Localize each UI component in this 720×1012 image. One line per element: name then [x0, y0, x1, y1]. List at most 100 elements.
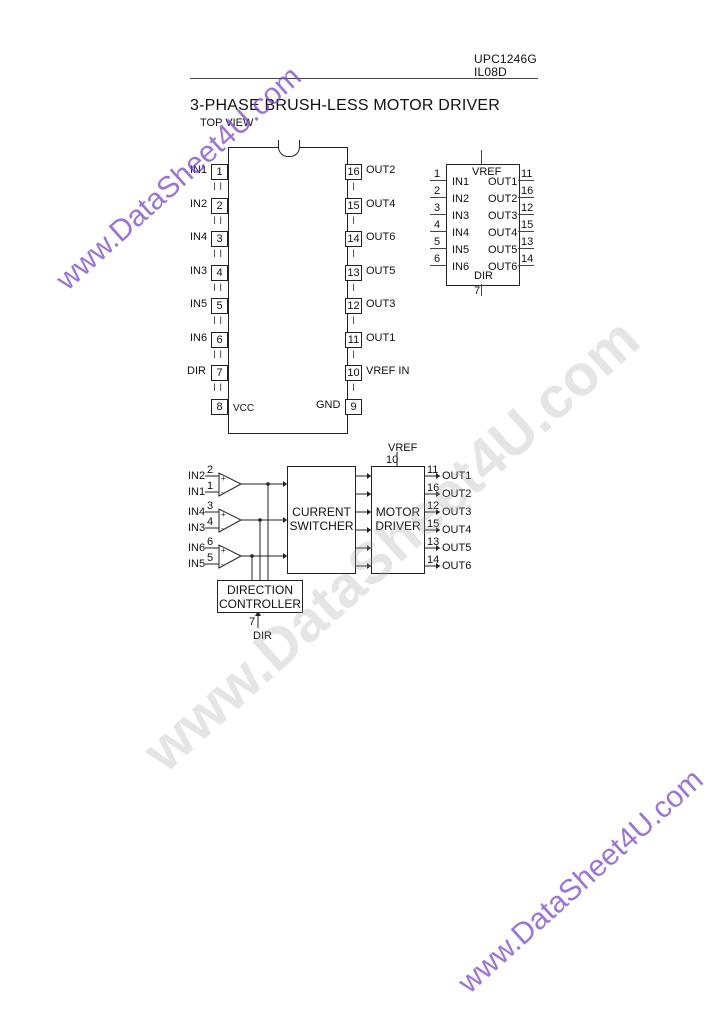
symbol-pin-number: 6	[434, 253, 441, 265]
block-input-num: 4	[207, 516, 214, 528]
symbol-pin-number: 12	[521, 202, 534, 214]
motor-driver-line1: MOTOR	[375, 505, 421, 519]
dip-pin-number: 6	[211, 331, 228, 348]
dip-pin-lead-mark: I I	[213, 181, 223, 193]
dip-pin-label: IN1	[190, 164, 208, 176]
dip-pin-lead-mark: I I	[213, 348, 223, 361]
block-vref-label: VREF	[388, 442, 418, 454]
part-number-1: UPC1246G	[474, 52, 537, 66]
block-input-num: 6	[207, 536, 214, 548]
top-view-label: TOP VIEW	[200, 117, 254, 129]
comparator-2	[218, 508, 243, 533]
dip-pin-number: 5	[211, 298, 228, 314]
block-vref-num: 10	[386, 454, 399, 466]
dip-package-body	[228, 147, 348, 434]
dip-pin-lead-mark: I	[352, 315, 356, 327]
block-input-label: IN4	[188, 506, 206, 518]
symbol-pin-number: 2	[434, 185, 441, 197]
dip-pin-label: OUT2	[366, 164, 396, 176]
block-output-label: OUT6	[442, 560, 472, 572]
dip-notch	[278, 140, 300, 157]
dip-pin-label: OUT1	[366, 331, 396, 344]
dip-pin-lead-mark: I	[352, 248, 356, 260]
symbol-pin-lead	[430, 231, 446, 232]
dip-pin-lead-mark: I I	[213, 214, 223, 227]
dip-pin-number: 16	[345, 164, 362, 180]
symbol-pin-lead	[430, 265, 446, 266]
dip-pin-number: 9	[345, 398, 362, 415]
block-output-num: 13	[427, 536, 440, 548]
symbol-pin-lead	[430, 248, 446, 249]
dip-pin-label: GND	[316, 398, 341, 411]
svg-text:+: +	[221, 510, 226, 519]
dip-pin-label: IN5	[190, 298, 208, 310]
dip-pin-lead-mark: I	[352, 348, 356, 361]
symbol-pin-label: IN4	[452, 227, 470, 239]
symbol-pin-lead	[430, 180, 446, 181]
dip-pin-number: 1	[211, 164, 228, 180]
symbol-pin-lead	[518, 265, 534, 266]
block-output-num: 16	[427, 482, 440, 494]
page-title: 3-PHASE BRUSH-LESS MOTOR DRIVER	[190, 97, 500, 114]
dip-pin-label: IN6	[190, 331, 208, 344]
block-input-num: 5	[207, 552, 214, 564]
dip-pin-label: OUT5	[366, 264, 396, 277]
block-output-label: OUT2	[442, 488, 472, 500]
block-input-label: IN1	[188, 486, 206, 498]
symbol-pin-lead	[518, 231, 534, 232]
block-input-num: 2	[207, 464, 214, 476]
symbol-pin-number: 4	[434, 219, 441, 231]
symbol-vref-lead	[481, 150, 482, 164]
symbol-pin-number: 11	[521, 168, 533, 180]
dip-pin-label: OUT3	[366, 298, 396, 310]
block-output-label: OUT3	[442, 506, 472, 518]
comparator-3	[218, 544, 243, 569]
symbol-pin-lead	[518, 197, 534, 198]
block-dir-num: 7	[249, 616, 256, 628]
block-output-label: OUT5	[442, 542, 472, 554]
symbol-pin-number: 5	[434, 236, 441, 248]
dip-pin-lead-mark: I	[352, 281, 356, 294]
block-input-label: IN2	[188, 470, 206, 482]
block-input-label: IN3	[188, 522, 206, 534]
symbol-pin-label: IN6	[452, 261, 470, 273]
block-output-label: OUT4	[442, 524, 472, 536]
dip-pin-lead-mark: I I	[213, 248, 223, 260]
dip-pin-lead-mark: I	[352, 181, 356, 193]
dip-pin-number: 13	[345, 264, 362, 281]
symbol-pin-label: OUT1	[488, 176, 518, 188]
symbol-pin-number: 13	[521, 236, 534, 248]
direction-controller-block: DIRECTION CONTROLLER	[217, 580, 303, 613]
symbol-dir-num: 7	[474, 285, 481, 297]
vcc-label: VCC	[233, 403, 255, 414]
dip-pin-number: 8	[211, 398, 228, 415]
dip-pin-number: 3	[211, 231, 228, 247]
comparator-1	[218, 472, 243, 497]
current-switcher-block: CURRENT SWITCHER	[287, 466, 356, 574]
dip-pin-number: 4	[211, 264, 228, 281]
svg-text:-: -	[221, 560, 224, 569]
symbol-pin-lead	[518, 248, 534, 249]
symbol-body	[446, 164, 520, 286]
block-output-num: 12	[427, 500, 440, 512]
svg-text:-: -	[221, 524, 224, 533]
dip-pin-label: VREF IN	[366, 365, 410, 377]
symbol-pin-label: IN2	[452, 193, 470, 205]
symbol-pin-lead	[518, 214, 534, 215]
symbol-dir-label: DIR	[474, 270, 493, 282]
block-input-num: 1	[207, 480, 214, 492]
symbol-pin-number: 14	[521, 253, 534, 265]
block-output-num: 15	[427, 518, 440, 530]
dip-pin-label: OUT4	[366, 197, 396, 210]
dip-pin-label: IN2	[190, 197, 208, 210]
current-switcher-line1: CURRENT	[292, 505, 351, 519]
dip-pin-number: 14	[345, 231, 362, 247]
dip-pin-lead-mark: I I	[213, 382, 223, 394]
symbol-pin-label: IN5	[452, 244, 470, 256]
symbol-pin-number: 15	[521, 219, 534, 231]
dip-pin-lead-mark: I I	[213, 281, 223, 294]
symbol-pin-number: 1	[434, 168, 441, 180]
block-output-num: 14	[427, 554, 440, 566]
symbol-pin-lead	[430, 197, 446, 198]
